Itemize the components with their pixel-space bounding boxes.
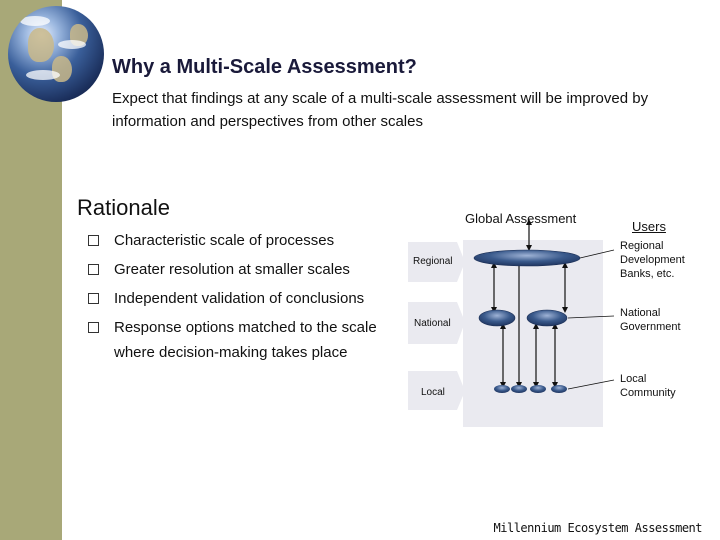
local-node xyxy=(551,385,567,393)
list-item: Independent validation of conclusions xyxy=(88,286,408,311)
user-national: National Government xyxy=(620,307,681,333)
rationale-list: Characteristic scale of processes Greate… xyxy=(88,228,408,369)
level-label-local: Local xyxy=(421,387,445,398)
local-node xyxy=(511,385,527,393)
bullet-text: Independent validation of conclusions xyxy=(114,290,365,307)
user-local: Local Community xyxy=(620,373,676,399)
list-item: Greater resolution at smaller scales xyxy=(88,257,408,282)
footer-credit: Millennium Ecosystem Assessment xyxy=(493,521,703,535)
leader-local xyxy=(567,379,615,390)
diagram-panel xyxy=(463,240,603,427)
checkbox-bullet-icon xyxy=(88,235,99,246)
slide-subtitle: Expect that findings at any scale of a m… xyxy=(112,90,649,130)
level-tab-regional xyxy=(408,242,465,282)
regional-node xyxy=(473,249,581,267)
checkbox-bullet-icon xyxy=(88,293,99,304)
level-label-regional: Regional xyxy=(413,256,453,267)
bullet-text: Greater resolution at smaller scales xyxy=(114,261,350,278)
national-node xyxy=(526,309,568,327)
list-item: Response options matched to the scale wh… xyxy=(88,315,408,365)
globe-icon xyxy=(8,6,104,102)
leader-regional xyxy=(579,249,615,259)
users-heading: Users xyxy=(632,219,666,234)
slide-title: Why a Multi-Scale Assessment? xyxy=(112,56,417,78)
level-tab-local xyxy=(408,371,465,410)
global-assessment-label: Global Assessment xyxy=(465,211,577,226)
bullet-text: Response options matched to the scale wh… xyxy=(114,319,377,361)
local-node xyxy=(494,385,510,393)
level-tab-national xyxy=(408,302,465,344)
level-label-national: National xyxy=(414,318,451,329)
list-item: Characteristic scale of processes xyxy=(88,228,408,253)
leader-national xyxy=(567,315,615,319)
user-regional: Regional Development Banks, etc. xyxy=(620,240,685,280)
local-node xyxy=(530,385,546,393)
section-heading: Rationale xyxy=(77,195,170,220)
national-node xyxy=(478,309,516,327)
checkbox-bullet-icon xyxy=(88,322,99,333)
checkbox-bullet-icon xyxy=(88,264,99,275)
bullet-text: Characteristic scale of processes xyxy=(114,232,335,249)
